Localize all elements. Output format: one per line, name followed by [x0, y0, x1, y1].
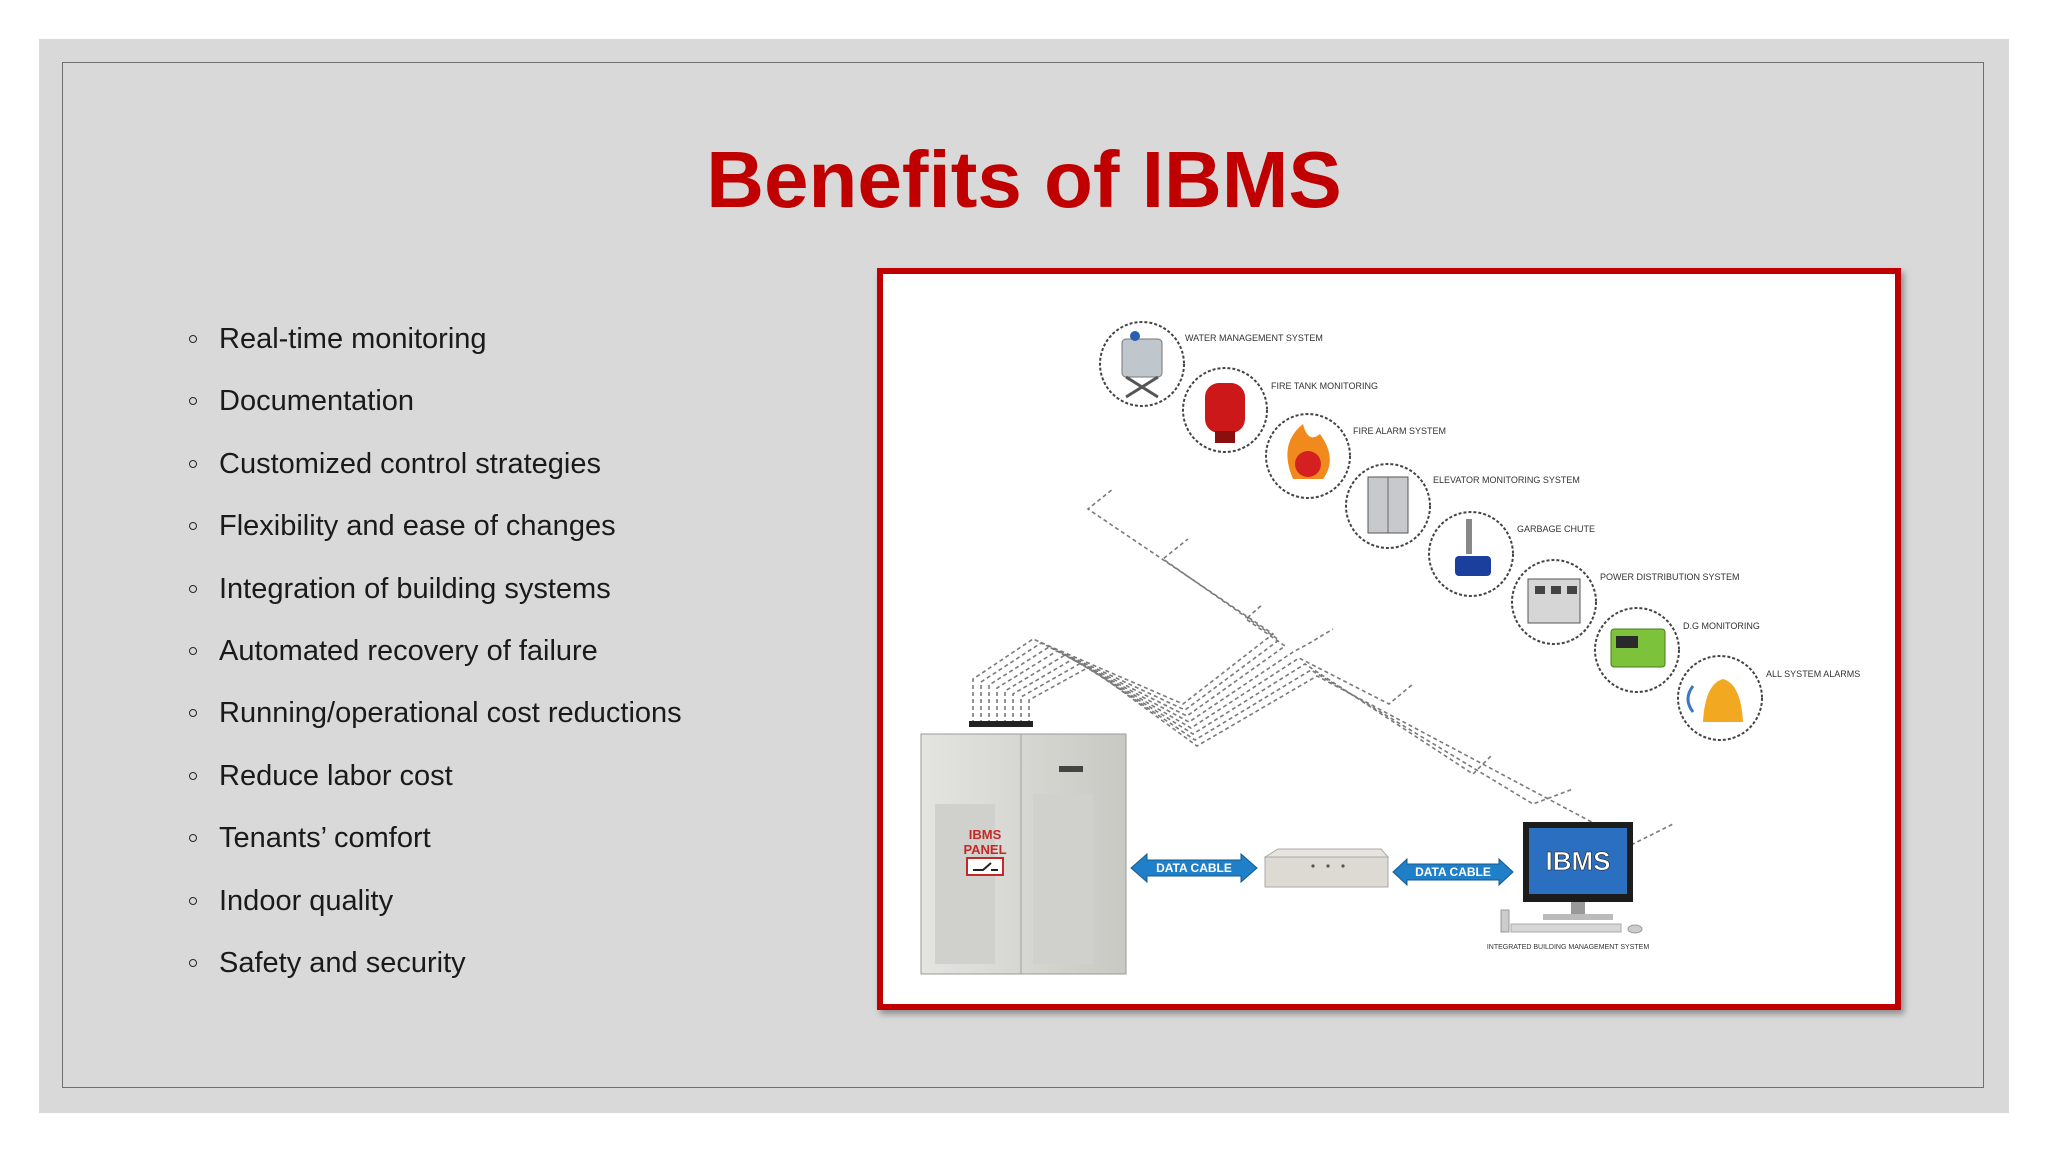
- bullet-icon: [189, 646, 197, 655]
- list-item: Tenants’ comfort: [189, 821, 682, 883]
- list-item: Flexibility and ease of changes: [189, 509, 682, 571]
- network-lines: [972, 488, 1674, 845]
- system-node-alarms: [1677, 655, 1763, 741]
- valve-icon: [1130, 331, 1140, 341]
- bullet-icon: [189, 522, 197, 531]
- bullet-icon: [189, 397, 197, 406]
- system-node-garbage-chute: [1428, 511, 1514, 597]
- system-node-power-distribution: [1511, 559, 1597, 645]
- system-label: WATER MANAGEMENT SYSTEM: [1185, 333, 1323, 343]
- bullet-icon: [189, 584, 197, 593]
- panel-connectors: [969, 721, 1033, 727]
- list-item-text: Integration of building systems: [219, 572, 611, 605]
- list-item-text: Tenants’ comfort: [219, 822, 431, 855]
- ibms-diagram-figure: WATER MANAGEMENT SYSTEM FIRE TANK MONITO…: [877, 268, 1901, 1010]
- data-cable-left: DATA CABLE: [1130, 852, 1258, 884]
- system-label: FIRE ALARM SYSTEM: [1353, 426, 1446, 436]
- ibms-diagram: WATER MANAGEMENT SYSTEM FIRE TANK MONITO…: [920, 321, 1860, 975]
- benefits-list: Real-time monitoring Documentation Custo…: [189, 322, 682, 1008]
- list-item-text: Real-time monitoring: [219, 323, 487, 355]
- list-item: Safety and security: [189, 946, 682, 1008]
- list-item-text: Flexibility and ease of changes: [219, 510, 616, 543]
- switch-icon: [966, 857, 1004, 876]
- slide-frame: [62, 62, 1984, 1088]
- bullet-icon: [189, 335, 197, 343]
- bullet-icon: [189, 896, 197, 905]
- system-node-water: [1099, 321, 1185, 407]
- bullet-icon: [189, 834, 197, 843]
- system-label: GARBAGE CHUTE: [1517, 524, 1595, 534]
- ibms-monitor: IBMS INTEGRATED BUILDING MANAGEMENT SYST…: [1487, 822, 1649, 951]
- data-cable-label: DATA CABLE: [1156, 861, 1232, 875]
- bullet-icon: [189, 709, 197, 718]
- list-item: Automated recovery of failure: [189, 634, 682, 696]
- bullet-icon: [189, 771, 197, 780]
- slide-title: Benefits of IBMS: [706, 135, 1342, 224]
- list-item-text: Customized control strategies: [219, 447, 601, 480]
- bullet-icon: [189, 958, 197, 967]
- data-cable-right: DATA CABLE: [1392, 857, 1514, 887]
- bullet-icon: [189, 459, 197, 468]
- list-item: Documentation: [189, 384, 682, 446]
- list-item-text: Indoor quality: [219, 884, 394, 917]
- system-label: ALL SYSTEM ALARMS: [1766, 669, 1860, 679]
- list-item: Real-time monitoring: [189, 322, 682, 384]
- list-item: Reduce labor cost: [189, 759, 682, 821]
- system-label: FIRE TANK MONITORING: [1271, 381, 1378, 391]
- list-item-text: Reduce labor cost: [219, 759, 453, 792]
- list-item-text: Safety and security: [219, 946, 466, 979]
- list-item: Indoor quality: [189, 884, 682, 946]
- list-item: Integration of building systems: [189, 572, 682, 634]
- system-label: POWER DISTRIBUTION SYSTEM: [1600, 572, 1740, 582]
- system-label: ELEVATOR MONITORING SYSTEM: [1433, 475, 1580, 485]
- system-node-fire-alarm: [1265, 413, 1351, 499]
- panel-label: IBMS: [969, 827, 1002, 842]
- monitor-caption: INTEGRATED BUILDING MANAGEMENT SYSTEM: [1487, 944, 1649, 951]
- system-node-elevator: [1345, 463, 1431, 549]
- list-item-text: Automated recovery of failure: [219, 634, 598, 667]
- panel-label: PANEL: [963, 842, 1006, 857]
- list-item-text: Running/operational cost reductions: [219, 697, 682, 730]
- monitor-label: IBMS: [1546, 846, 1611, 876]
- network-switch: [1263, 848, 1390, 888]
- system-node-fire-tank: [1182, 367, 1268, 453]
- system-node-dg: [1594, 607, 1680, 693]
- list-item: Running/operational cost reductions: [189, 696, 682, 758]
- list-item: Customized control strategies: [189, 447, 682, 509]
- system-label: D.G MONITORING: [1683, 621, 1760, 631]
- slide: Benefits of IBMS Real-time monitoring Do…: [39, 39, 2009, 1113]
- ibms-panel-cabinet: IBMS PANEL: [920, 733, 1127, 975]
- data-cable-label: DATA CABLE: [1415, 865, 1491, 879]
- bell-icon: [1703, 679, 1743, 722]
- list-item-text: Documentation: [219, 385, 415, 418]
